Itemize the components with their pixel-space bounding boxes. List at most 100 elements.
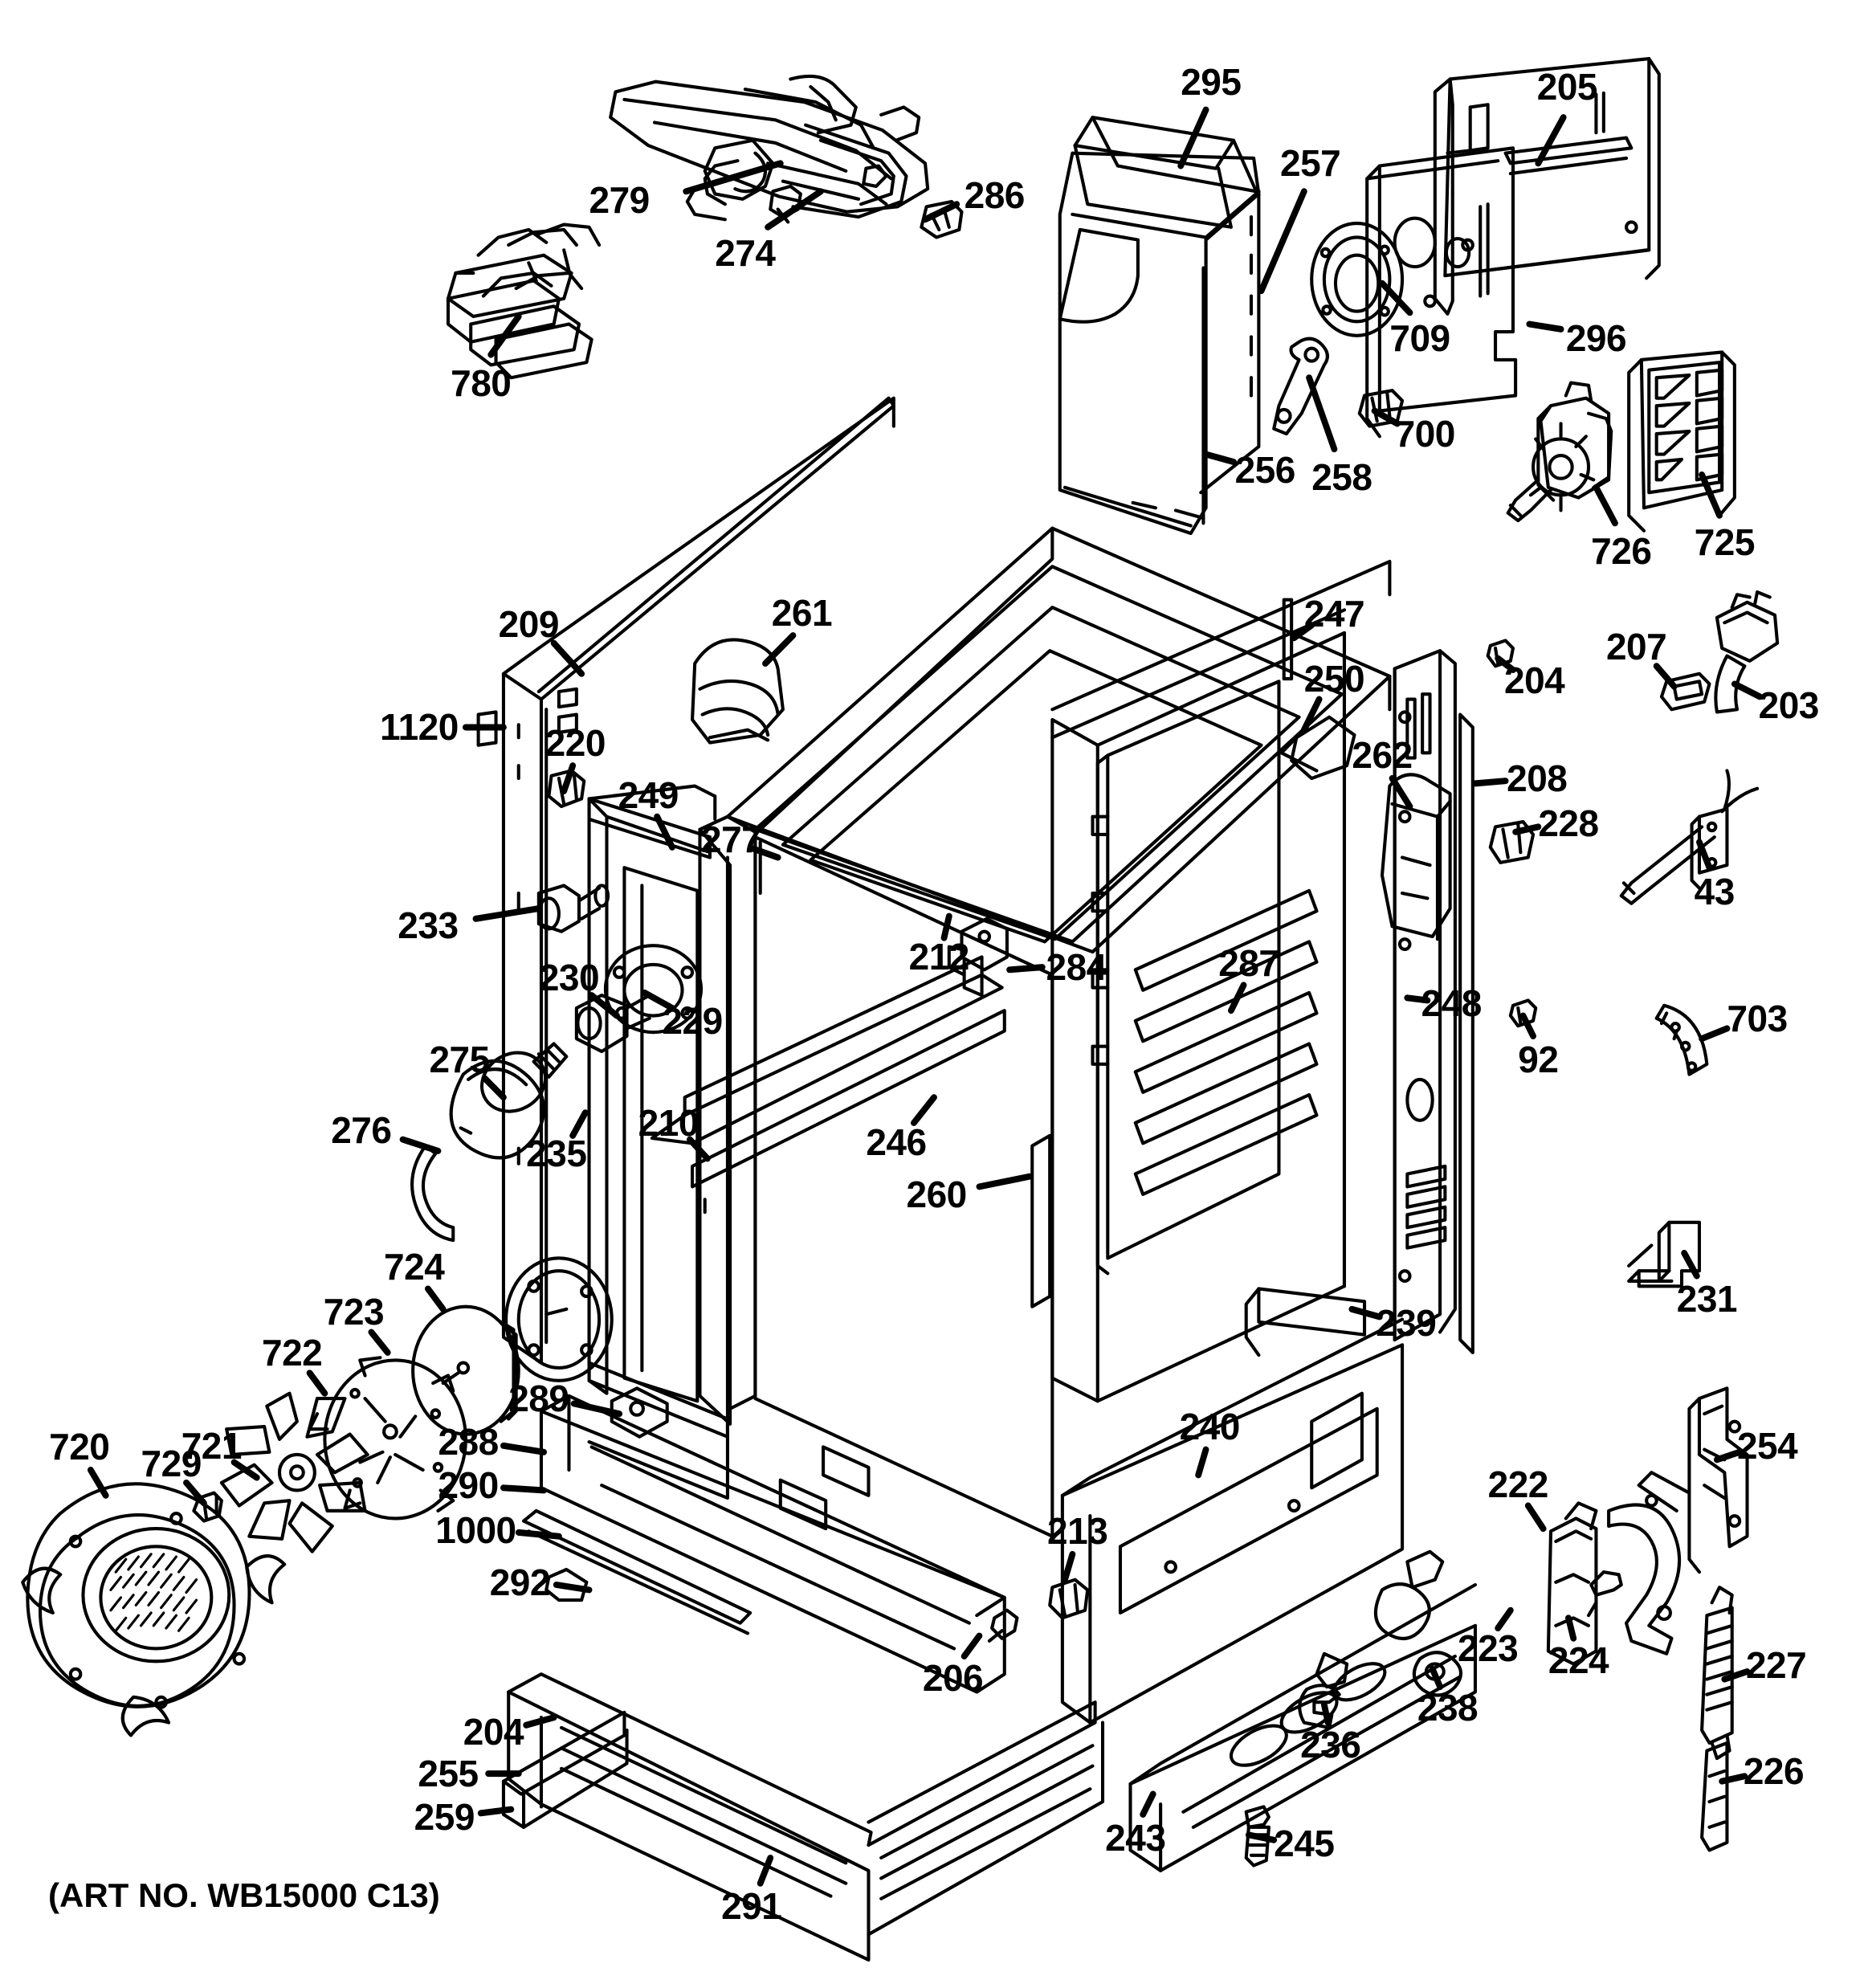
- part-722-plate: [308, 1356, 467, 1521]
- callout-709: 709: [1389, 316, 1450, 359]
- leader-line-259: [477, 1806, 515, 1817]
- leader-line-243: [1140, 1790, 1156, 1818]
- callout-261: 261: [771, 591, 833, 634]
- callout-203: 203: [1758, 684, 1820, 727]
- part-295-vent-trim: [1073, 116, 1258, 229]
- callout-256: 256: [1234, 448, 1296, 491]
- leader-line-703: [1699, 1025, 1731, 1043]
- part-289-bracket: [610, 1386, 669, 1439]
- part-213-clip: [1048, 1578, 1090, 1620]
- callout-208: 208: [1507, 757, 1568, 800]
- leader-line-236: [1320, 1701, 1332, 1726]
- leader-line-721: [230, 1459, 260, 1481]
- leader-line-292: [553, 1582, 593, 1594]
- callout-229: 229: [662, 999, 723, 1042]
- part-230-socket: [574, 994, 651, 1054]
- callout-247: 247: [1303, 593, 1365, 635]
- leader-line-248: [1404, 994, 1431, 1004]
- leader-line-256: [1202, 451, 1237, 466]
- callout-240: 240: [1179, 1406, 1241, 1448]
- callout-275: 275: [429, 1038, 490, 1080]
- leader-line-780: [487, 312, 522, 358]
- part-724-ring: [504, 1256, 614, 1382]
- callout-245: 245: [1274, 1823, 1335, 1865]
- leader-line-291: [757, 1854, 774, 1887]
- callout-1120: 1120: [380, 706, 459, 749]
- leader-line-226: [1719, 1773, 1748, 1785]
- callout-249: 249: [618, 774, 679, 816]
- callout-287: 287: [1218, 942, 1279, 985]
- callout-277: 277: [701, 818, 762, 861]
- part-258-link: [1272, 337, 1329, 436]
- callout-239: 239: [1376, 1302, 1437, 1345]
- callout-259: 259: [414, 1796, 475, 1839]
- callout-720: 720: [49, 1426, 110, 1468]
- callout-231: 231: [1676, 1278, 1738, 1321]
- callout-1000: 1000: [435, 1508, 516, 1551]
- callout-226: 226: [1743, 1749, 1805, 1792]
- leader-line-725: [1699, 471, 1723, 519]
- callout-284: 284: [1046, 946, 1107, 989]
- callout-290: 290: [438, 1464, 499, 1507]
- leader-line-227: [1721, 1668, 1751, 1683]
- callout-295: 295: [1181, 60, 1242, 103]
- leader-line-290: [500, 1484, 548, 1494]
- part-222-hinge: [1546, 1501, 1598, 1666]
- leader-line-262: [1389, 775, 1413, 810]
- callout-230: 230: [538, 956, 600, 998]
- leader-line-43: [1696, 839, 1713, 872]
- leader-line-212: [940, 912, 952, 941]
- part-1120-clip: [476, 710, 498, 747]
- leader-line-700: [1371, 407, 1401, 427]
- art-number-label: (ART NO. WB15000 C13): [48, 1876, 440, 1914]
- callout-213: 213: [1047, 1510, 1108, 1553]
- leader-line-720: [87, 1467, 109, 1499]
- leader-line-246: [911, 1094, 937, 1126]
- callout-223: 223: [1458, 1627, 1519, 1670]
- leader-line-257: [1258, 188, 1307, 295]
- callout-43: 43: [1694, 871, 1735, 913]
- leader-line-1000: [515, 1529, 562, 1540]
- leader-line-205: [1535, 114, 1567, 167]
- leader-line-220: [561, 762, 577, 794]
- part-276-retainer: [410, 1144, 455, 1243]
- callout-204: 204: [463, 1710, 524, 1753]
- leader-line-235: [569, 1109, 589, 1139]
- leader-line-260: [976, 1173, 1034, 1190]
- leader-line-207: [1653, 663, 1678, 690]
- callout-288: 288: [438, 1421, 499, 1463]
- callout-257: 257: [1280, 142, 1341, 185]
- leader-line-222: [1524, 1502, 1547, 1533]
- callout-289: 289: [508, 1378, 569, 1420]
- leader-line-289: [570, 1400, 623, 1418]
- leader-line-224: [1565, 1614, 1577, 1642]
- part-226-rod: [1700, 1741, 1729, 1852]
- callout-780: 780: [451, 361, 512, 404]
- part-721-fan-blade: [219, 1391, 369, 1553]
- callout-729: 729: [141, 1443, 202, 1485]
- leader-line-254: [1713, 1448, 1744, 1463]
- leader-line-277: [749, 845, 781, 861]
- leader-line-724: [424, 1285, 447, 1312]
- callout-255: 255: [418, 1753, 479, 1795]
- callout-209: 209: [498, 602, 560, 645]
- callout-236: 236: [1300, 1723, 1361, 1766]
- callout-222: 222: [1487, 1463, 1549, 1505]
- callout-276: 276: [331, 1109, 392, 1152]
- part-223-screw: [1587, 1570, 1623, 1618]
- callout-238: 238: [1417, 1686, 1478, 1729]
- leader-line-275: [481, 1075, 507, 1101]
- leader-line-209: [550, 639, 585, 677]
- leader-line-709: [1379, 280, 1413, 316]
- callout-260: 260: [906, 1173, 968, 1215]
- callout-250: 250: [1303, 658, 1365, 700]
- callout-700: 700: [1394, 413, 1456, 455]
- part-205-back-panel: [1433, 57, 1661, 316]
- part-206-screw: [987, 1608, 1019, 1643]
- callout-92: 92: [1518, 1038, 1559, 1080]
- part-236-clip: [1298, 1684, 1341, 1729]
- callout-233: 233: [398, 904, 459, 946]
- leader-line-238: [1429, 1665, 1444, 1691]
- leader-line-229: [641, 989, 675, 1011]
